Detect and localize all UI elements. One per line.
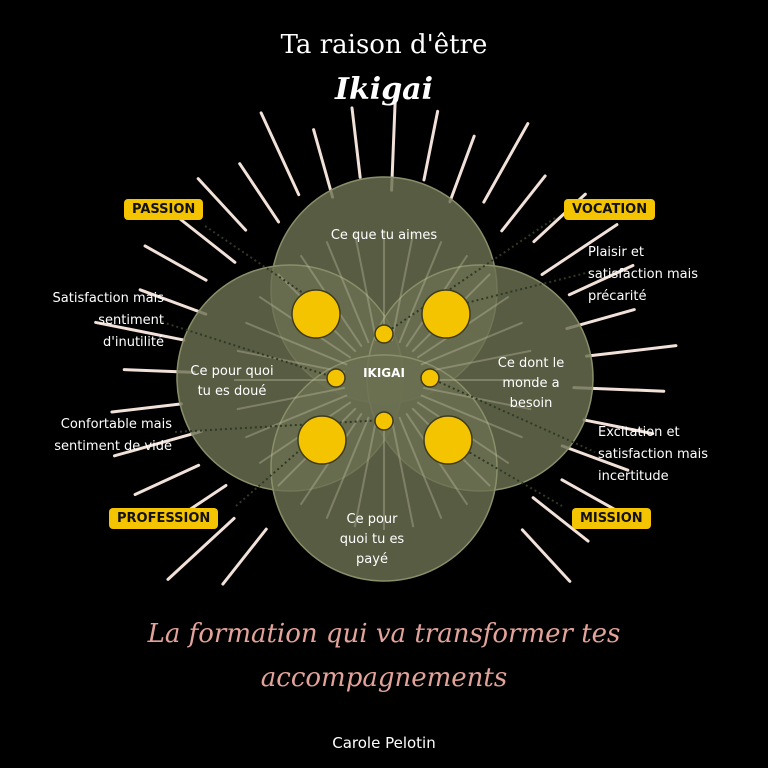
inner-ray xyxy=(353,419,378,528)
sun-ray xyxy=(259,111,301,197)
inner-ray xyxy=(353,232,378,341)
dot-small-right xyxy=(420,368,440,388)
dot-vocation xyxy=(421,289,471,339)
inner-ray xyxy=(423,349,532,374)
ikigai-center-label: IKIGAI xyxy=(363,366,405,380)
sun-ray xyxy=(500,174,547,233)
dot-passion xyxy=(291,289,341,339)
sun-ray xyxy=(133,463,201,497)
badge-profession: PROFESSION xyxy=(109,508,219,529)
sun-ray xyxy=(112,429,203,458)
sun-ray xyxy=(422,109,440,182)
note-mission: Excitation et satisfaction mais incertit… xyxy=(598,425,708,484)
badge-passion: PASSION xyxy=(124,199,204,220)
inner-ray xyxy=(325,241,370,344)
inner-ray xyxy=(245,321,348,366)
sun-ray xyxy=(110,402,183,414)
sun-ray xyxy=(143,244,208,282)
sun-ray xyxy=(540,223,619,277)
inner-ray xyxy=(325,416,370,519)
page-subtitle: Ikigai xyxy=(334,72,434,107)
sun-ray xyxy=(448,134,476,204)
sun-ray xyxy=(531,496,590,543)
note-vocation: Plaisir et satisfaction mais précarité xyxy=(588,245,698,304)
circle-top-label: Ce que tu aimes xyxy=(330,228,438,243)
sun-ray xyxy=(567,263,635,297)
sun-ray xyxy=(560,444,630,472)
inner-ray xyxy=(245,394,348,439)
sun-ray xyxy=(138,288,208,316)
sun-ray xyxy=(166,516,236,581)
inner-ray xyxy=(398,416,443,519)
dot-mission xyxy=(423,415,473,465)
sun-ray xyxy=(390,98,397,192)
yellow-dots xyxy=(291,289,473,465)
circle-left-label: Ce pour quoi tu es doué xyxy=(190,364,274,399)
sun-ray xyxy=(196,177,248,232)
sun-ray xyxy=(582,418,655,436)
dot-profession xyxy=(297,415,347,465)
dot-small-left xyxy=(326,368,346,388)
connector-left-note xyxy=(161,321,337,379)
circle-right-label: Ce dont le monde a besoin xyxy=(497,356,565,411)
badge-mission: MISSION xyxy=(572,508,651,529)
inner-ray xyxy=(420,394,523,439)
sun-ray xyxy=(221,527,268,586)
connector-mission-note xyxy=(429,377,596,453)
note-passion: Satisfaction mais sentiment d'inutilité xyxy=(52,291,164,350)
inner-ray xyxy=(420,321,523,366)
inner-ray xyxy=(236,349,345,374)
tagline: La formation qui va transformer tes acco… xyxy=(147,619,621,693)
note-profession: Confortable mais sentiment de vide xyxy=(54,417,172,454)
venn-circles xyxy=(176,176,594,582)
author-name: Carole Pelotin xyxy=(332,734,436,752)
sun-rays xyxy=(94,98,678,586)
sun-ray xyxy=(585,344,678,358)
inner-ray xyxy=(398,241,443,344)
sun-ray xyxy=(350,106,362,179)
sun-ray xyxy=(482,122,530,204)
sun-ray xyxy=(238,162,281,224)
sun-ray xyxy=(312,128,335,199)
page-title: Ta raison d'être xyxy=(280,30,488,60)
inner-ray xyxy=(236,386,345,411)
badge-vocation: VOCATION xyxy=(564,199,656,220)
sun-ray xyxy=(520,528,572,583)
inner-ray xyxy=(390,232,415,341)
inner-ray xyxy=(390,419,415,528)
dot-small-bottom xyxy=(374,411,394,431)
sun-ray xyxy=(94,320,186,342)
circle-bottom-label: Ce pour quoi tu es payé xyxy=(339,512,405,567)
dot-small-top xyxy=(374,324,394,344)
